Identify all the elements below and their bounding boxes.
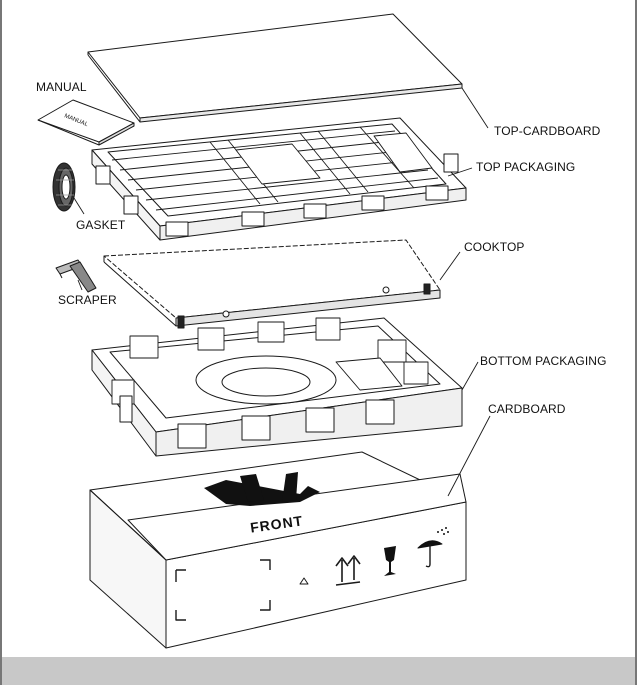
fragile-glass-icon (384, 546, 396, 576)
gasket-roll (52, 162, 76, 212)
label-area-corners (175, 559, 271, 621)
top-cardboard-sheet (87, 13, 463, 123)
top-packaging-label: TOP PACKAGING (476, 160, 576, 174)
keep-dry-umbrella-icon (417, 527, 449, 568)
leader-lines (73, 87, 491, 497)
cross-mark-icon (204, 472, 320, 506)
this-way-up-icon (335, 555, 361, 586)
recycle-mark-icon (299, 577, 309, 585)
top-cardboard-label: TOP-CARDBOARD (494, 124, 601, 138)
cooktop-label: COOKTOP (464, 240, 525, 254)
cardboard-box (89, 451, 467, 649)
scraper-tool (55, 259, 97, 293)
manual-booklet: MANUAL (37, 99, 135, 146)
gasket-label: GASKET (76, 218, 126, 232)
scraper-label: SCRAPER (58, 293, 117, 307)
top-packaging-tray (91, 117, 467, 241)
bottom-packaging-tray (91, 317, 463, 457)
cooktop-glass (103, 239, 441, 329)
cardboard-label: CARDBOARD (488, 402, 566, 416)
manual-label: MANUAL (36, 80, 87, 94)
footer-bar (2, 657, 635, 685)
bottom-packaging-label: BOTTOM PACKAGING (480, 354, 607, 368)
